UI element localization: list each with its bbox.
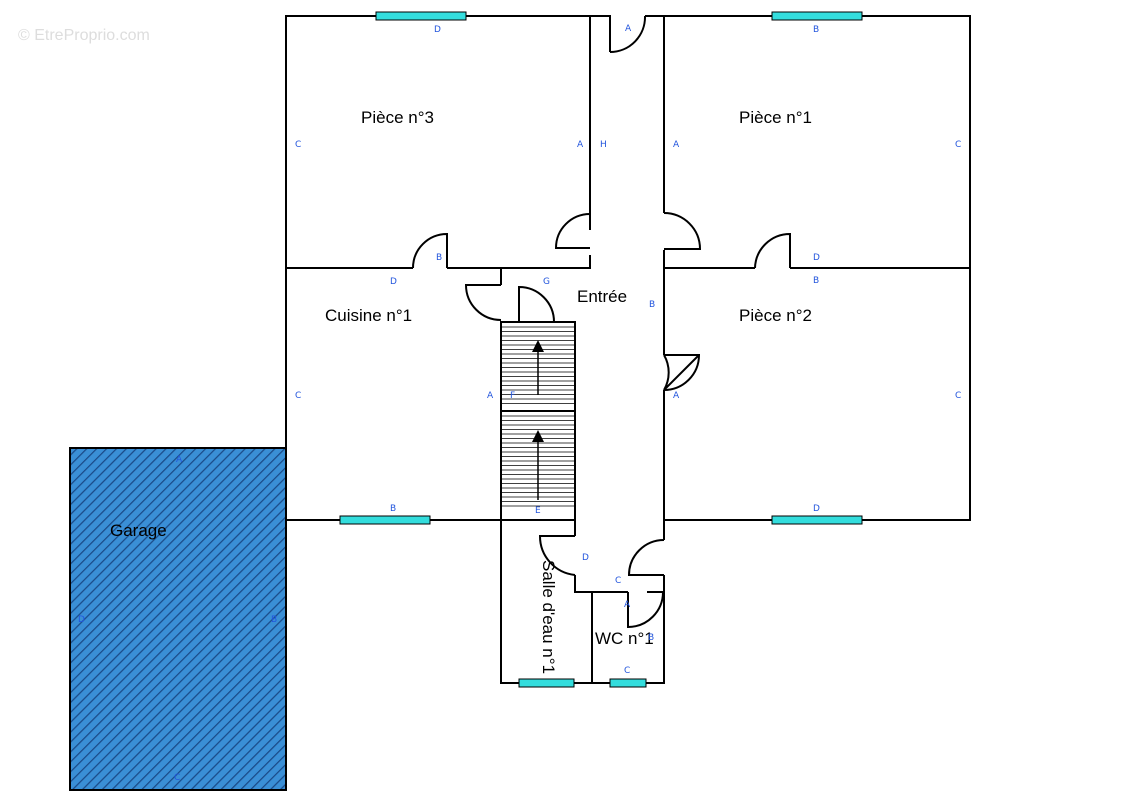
- wall-letter: D: [434, 25, 441, 35]
- wall-letter: B: [813, 25, 819, 35]
- garage: Garage A D B C: [69, 447, 287, 791]
- room-label-piece-3: Pièce n°3: [361, 108, 434, 127]
- wall-letter: C: [174, 773, 180, 783]
- room-label-entree: Entrée: [577, 287, 627, 306]
- doors: [412, 15, 791, 629]
- window: [771, 515, 863, 525]
- wall-letter: D: [582, 553, 589, 563]
- wall-letter: E: [535, 506, 541, 516]
- wall-letter: C: [295, 140, 301, 150]
- wall-letter: G: [543, 277, 550, 287]
- wall-letter: C: [624, 666, 630, 676]
- window: [339, 515, 431, 525]
- wall-letter: F: [510, 391, 515, 401]
- window: [375, 11, 467, 21]
- wall-letter: C: [955, 391, 961, 401]
- wall-letter: A: [624, 600, 631, 610]
- window: [609, 678, 647, 688]
- wall-letter: A: [673, 391, 680, 401]
- wall-letter: B: [436, 253, 442, 263]
- windows: [339, 11, 863, 688]
- wall-letter: D: [78, 615, 85, 625]
- wall-letter: A: [487, 391, 494, 401]
- wall-letter: A: [625, 24, 632, 34]
- wall-letter: H: [600, 140, 607, 150]
- room-label-piece-1: Pièce n°1: [739, 108, 812, 127]
- wall-letter: C: [615, 576, 621, 586]
- window: [518, 678, 575, 688]
- room-label-wc: WC n°1: [595, 629, 654, 648]
- wall-letter: A: [673, 140, 680, 150]
- wall-letter: C: [955, 140, 961, 150]
- wall-letter: B: [648, 633, 654, 643]
- staircase: [501, 326, 575, 507]
- room-label-piece-2: Pièce n°2: [739, 306, 812, 325]
- wall-letters: D C A D B B A C D A H G B F E D C B A C …: [295, 24, 961, 676]
- wall-letter: C: [295, 391, 301, 401]
- watermark: © EtreProprio.com: [18, 27, 150, 44]
- room-label-garage: Garage: [110, 521, 167, 540]
- window: [771, 11, 863, 21]
- wall-letter: D: [390, 277, 397, 287]
- wall-letter: D: [813, 504, 820, 514]
- wall-letter: B: [813, 276, 819, 286]
- wall-letter: A: [577, 140, 584, 150]
- wall-letter: A: [176, 455, 183, 465]
- wall-letter: B: [271, 615, 277, 625]
- wall-letter: B: [649, 300, 655, 310]
- wall-letter: B: [390, 504, 396, 514]
- room-label-salle-eau: Salle d'eau n°1: [539, 560, 558, 674]
- wall-letter: D: [813, 253, 820, 263]
- room-label-cuisine: Cuisine n°1: [325, 306, 412, 325]
